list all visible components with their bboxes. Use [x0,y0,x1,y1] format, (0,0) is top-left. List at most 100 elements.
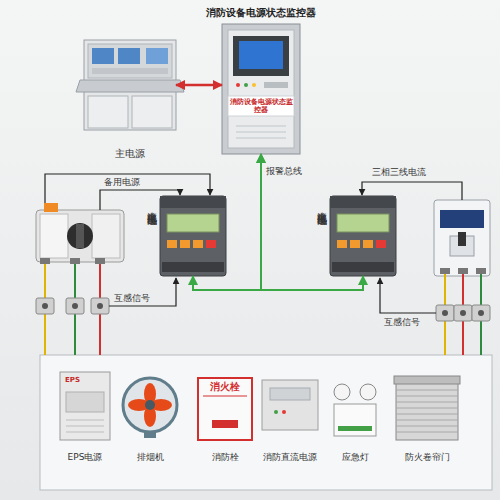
node-text: 电流 电压传感器 [316,204,328,256]
switch-pole [92,214,120,258]
door-slat [396,402,458,403]
smoke-fan [123,378,177,438]
screen [118,48,140,64]
sensor-top [160,196,226,208]
switch-body [36,210,124,262]
node-text: EPS电源 [68,452,103,462]
fan-ring [123,378,177,432]
signal-label: 互感信号 [384,317,420,327]
screen [92,48,114,64]
box-plate [212,420,238,428]
power-console: 主电源 [84,40,176,130]
transfer-switch [36,203,124,264]
signal-wire [100,190,180,210]
node-text: 电流 电压传感器 [146,204,158,256]
lamp-head [334,384,350,400]
monitor-box: 消防设备电源状态监控器消防设备电源状态监控器 [222,24,300,154]
phase-wire [99,264,101,298]
door-slat [396,426,458,427]
screen [146,48,168,64]
edge-label: 报警总线 [266,166,302,176]
breaker-lever [458,232,466,246]
phase-wire [44,314,46,355]
dc-supply [262,380,318,430]
breaker-panel [440,210,484,228]
current-transformer [472,305,490,321]
terminal-strip [332,262,394,272]
transformer-hole [478,310,484,316]
terminal [40,258,50,264]
monitor-body [222,24,300,154]
terminal [440,268,450,274]
hydrant-box [198,378,252,440]
sensor-device [330,196,396,276]
indicator-led [282,410,286,414]
terminal [70,258,80,264]
breaker-body [434,200,490,276]
node-text: 消火栓 [210,381,240,393]
terminal-strip [162,262,224,272]
phase-wire [74,314,76,355]
indicator-led [274,410,278,414]
sensor-button [193,240,203,248]
phase-wire [44,264,46,298]
signal-label: 备用电源 [104,177,140,187]
indicator-led [236,83,240,87]
sensor-screen [337,214,389,232]
node-text: 消防直流电源 [263,452,317,462]
current-transformer [436,305,454,321]
display-frame [233,36,289,76]
button-row [92,68,168,74]
supply-body [262,380,318,430]
equipment-panel [40,355,492,490]
door-slat [396,396,458,397]
sensor-box: 电流 电压传感器 [330,196,396,276]
transformer-hole [97,303,103,309]
signal-wire [362,182,462,200]
circuit-breaker [434,200,490,276]
phase-wire [462,274,464,305]
current-transformer [91,298,109,314]
knob-grip [76,224,84,248]
indicator-led [244,83,248,87]
sensor-body [330,196,396,276]
sensor-button [167,240,177,248]
vent-line [66,420,104,421]
node-text: EPS [65,376,80,384]
phase-wire [480,321,482,355]
equipment-item: 排烟机 [122,376,178,438]
power-link [176,84,222,87]
node-text: 主电源 [115,148,145,160]
signal-wire [45,174,210,203]
lamp-body [334,404,376,436]
switch-pole [40,214,68,258]
sensor-button [363,240,373,248]
cabinet-door [88,96,128,128]
switch-lever [44,203,58,212]
console-desk [76,80,184,92]
indicator-led [252,83,256,87]
equipment-item: 消火栓消防栓 [198,378,252,440]
door-box [394,376,460,384]
current-transformer [36,298,54,314]
box-body [198,378,252,440]
sensor-body [160,196,226,276]
supply-panel [270,388,310,400]
phase-wire [74,264,76,298]
fan-hub [145,400,155,410]
signal-label: 互感信号 [114,293,150,303]
door-slat [396,390,458,391]
door-slat [396,420,458,421]
cabinet-panel [88,44,172,78]
lamp-head [360,384,376,400]
current-transformer [66,298,84,314]
sensor-button [206,240,216,248]
node-text: 消防设备电源状态监控器 [228,98,294,114]
phase-wire [444,274,446,305]
phase-wire [99,314,101,355]
sensor-box: 电流 电压传感器 [160,196,226,276]
door-slat [396,414,458,415]
